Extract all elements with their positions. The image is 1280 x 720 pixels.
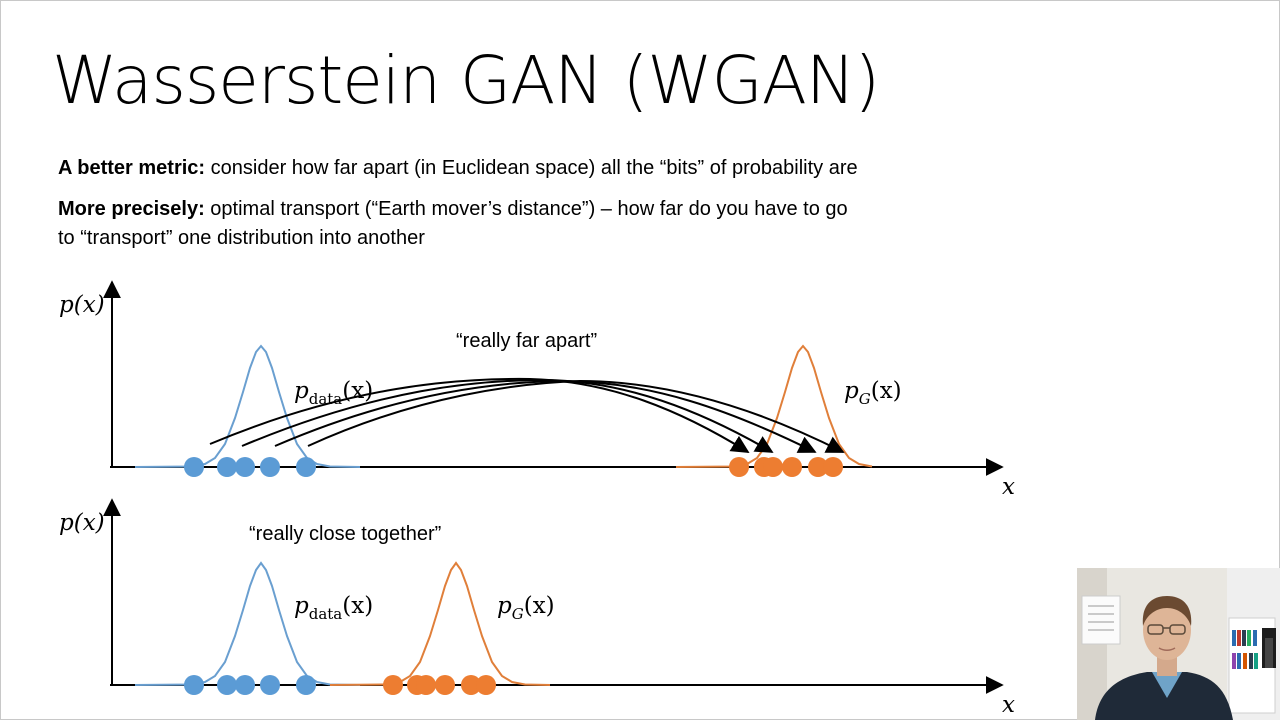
- p-symbol: p: [497, 593, 512, 619]
- label-p-g-top: pG(x): [844, 378, 902, 408]
- transport-arrow: [307, 379, 845, 453]
- data-sample: [217, 457, 237, 477]
- metric-text: consider how far apart (in Euclidean spa…: [205, 157, 858, 179]
- generated-sample: [823, 457, 843, 477]
- p-symbol: p: [294, 593, 309, 619]
- precisely-bold-label: More precisely:: [58, 198, 205, 220]
- generated-sample: [729, 457, 749, 477]
- generated-sample: [461, 675, 481, 695]
- y-axis-label-bottom: p(x): [59, 510, 105, 536]
- generated-sample: [782, 457, 802, 477]
- data-curve-bottom: [134, 561, 361, 686]
- text-line-metric: A better metric: consider how far apart …: [58, 154, 858, 182]
- precisely-text: optimal transport (“Earth mover’s distan…: [204, 198, 848, 220]
- data-subscript: data: [309, 605, 343, 623]
- data-sample: [296, 675, 316, 695]
- generated-sample: [476, 675, 496, 695]
- generated-curve-bottom: [329, 561, 551, 686]
- data-sample: [184, 675, 204, 695]
- p-symbol: p: [294, 378, 309, 404]
- x-axis-label-top: x: [1002, 474, 1015, 500]
- data-sample: [184, 457, 204, 477]
- label-p-data-top: pdata(x): [294, 378, 373, 408]
- data-subscript: data: [309, 390, 343, 408]
- arg: (x): [524, 593, 555, 619]
- generated-sample: [383, 675, 403, 695]
- data-samples-bottom: [184, 675, 316, 695]
- annotation-close-together: “really close together”: [249, 523, 441, 545]
- text-line-precisely: More precisely: optimal transport (“Eart…: [58, 195, 848, 223]
- presenter-webcam: [1077, 568, 1280, 720]
- panel-top: p(x) x “really far apart” pdata(x) pG(x): [59, 280, 1015, 500]
- data-sample: [235, 675, 255, 695]
- generated-sample: [763, 457, 783, 477]
- g-subscript: G: [859, 390, 871, 408]
- x-axis-label-bottom: x: [1002, 692, 1015, 718]
- slide-title: Wasserstein GAN (WGAN): [52, 42, 880, 119]
- generated-samples-top: [729, 457, 843, 477]
- transport-arrows: [209, 377, 845, 453]
- generated-samples-bottom: [383, 675, 496, 695]
- webcam-image: [1077, 568, 1280, 720]
- arg: (x): [342, 378, 373, 404]
- data-sample: [217, 675, 237, 695]
- data-sample: [260, 675, 280, 695]
- data-samples-top: [184, 457, 316, 477]
- p-symbol: p: [844, 378, 859, 404]
- panel-bottom: p(x) x “really close together” pdata(x) …: [59, 498, 1015, 718]
- label-p-g-bottom: pG(x): [497, 593, 555, 623]
- generated-sample: [416, 675, 436, 695]
- generated-sample: [808, 457, 828, 477]
- data-sample: [260, 457, 280, 477]
- annotation-far-apart: “really far apart”: [456, 330, 597, 352]
- arg: (x): [871, 378, 902, 404]
- g-subscript: G: [512, 605, 524, 623]
- generated-sample: [435, 675, 455, 695]
- metric-bold-label: A better metric:: [58, 157, 206, 179]
- text-line-transport: to “transport” one distribution into ano…: [58, 227, 425, 249]
- transport-arrow: [209, 377, 750, 453]
- label-p-data-bottom: pdata(x): [294, 593, 373, 623]
- transport-arrow: [241, 378, 774, 453]
- y-axis-label-top: p(x): [59, 292, 105, 318]
- data-sample: [235, 457, 255, 477]
- arg: (x): [342, 593, 373, 619]
- data-sample: [296, 457, 316, 477]
